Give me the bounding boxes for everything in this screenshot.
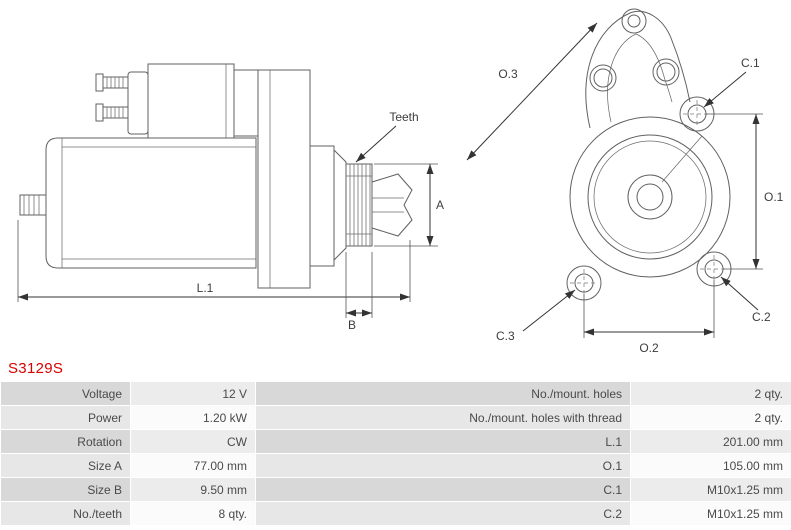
dim-label-o3: O.3 — [498, 67, 518, 81]
spec-row: Size B 9.50 mm C.1 M10x1.25 mm — [0, 477, 791, 502]
spec-label: L.1 — [255, 429, 631, 454]
dim-label-c1: C.1 — [741, 56, 760, 70]
spec-value: 1.20 kW — [130, 405, 256, 430]
spec-value: 2 qty. — [630, 381, 791, 406]
side-view-drawing — [19, 63, 413, 289]
spec-label: Size B — [0, 477, 131, 502]
dim-label-o2: O.2 — [639, 341, 659, 355]
spec-row: No./teeth 8 qty. C.2 M10x1.25 mm — [0, 501, 791, 526]
spec-value: CW — [130, 429, 256, 454]
spec-value: M10x1.25 mm — [630, 501, 791, 526]
dim-label-c2: C.2 — [752, 310, 771, 324]
spec-table: Voltage 12 V No./mount. holes 2 qty. Pow… — [0, 381, 791, 526]
spec-row: Rotation CW L.1 201.00 mm — [0, 429, 791, 454]
spec-value: 12 V — [130, 381, 256, 406]
spec-label: No./mount. holes — [255, 381, 631, 406]
dim-label-l1: L.1 — [197, 281, 214, 295]
spec-row: Voltage 12 V No./mount. holes 2 qty. — [0, 381, 791, 406]
spec-label: C.2 — [255, 501, 631, 526]
spec-row: Power 1.20 kW No./mount. holes with thre… — [0, 405, 791, 430]
dim-label-b: B — [348, 318, 356, 332]
starter-motor-drawing: A L.1 B Teeth — [17, 8, 784, 355]
spec-value: 2 qty. — [630, 405, 791, 430]
spec-row: Size A 77.00 mm O.1 105.00 mm — [0, 453, 791, 478]
spec-label: No./teeth — [0, 501, 131, 526]
dim-label-teeth: Teeth — [389, 110, 418, 124]
spec-value: 9.50 mm — [130, 477, 256, 502]
spec-label: O.1 — [255, 453, 631, 478]
spec-value: M10x1.25 mm — [630, 477, 791, 502]
spec-label: No./mount. holes with thread — [255, 405, 631, 430]
part-number: S3129S — [8, 360, 64, 377]
spec-label: Voltage — [0, 381, 131, 406]
dim-label-a: A — [436, 198, 444, 212]
dim-label-c3: C.3 — [496, 329, 515, 343]
spec-value: 77.00 mm — [130, 453, 256, 478]
spec-value: 201.00 mm — [630, 429, 791, 454]
front-view-drawing — [566, 8, 732, 301]
dim-label-o1: O.1 — [764, 190, 784, 204]
front-view-dimensions: O.3 C.1 O.1 C.2 C.3 O.2 — [466, 22, 784, 355]
spec-value: 8 qty. — [130, 501, 256, 526]
spec-label: C.1 — [255, 477, 631, 502]
spec-value: 105.00 mm — [630, 453, 791, 478]
spec-label: Size A — [0, 453, 131, 478]
spec-label: Power — [0, 405, 131, 430]
spec-label: Rotation — [0, 429, 131, 454]
technical-drawing: A L.1 B Teeth — [17, 8, 784, 355]
side-view-dimensions: A L.1 B Teeth — [17, 110, 444, 332]
